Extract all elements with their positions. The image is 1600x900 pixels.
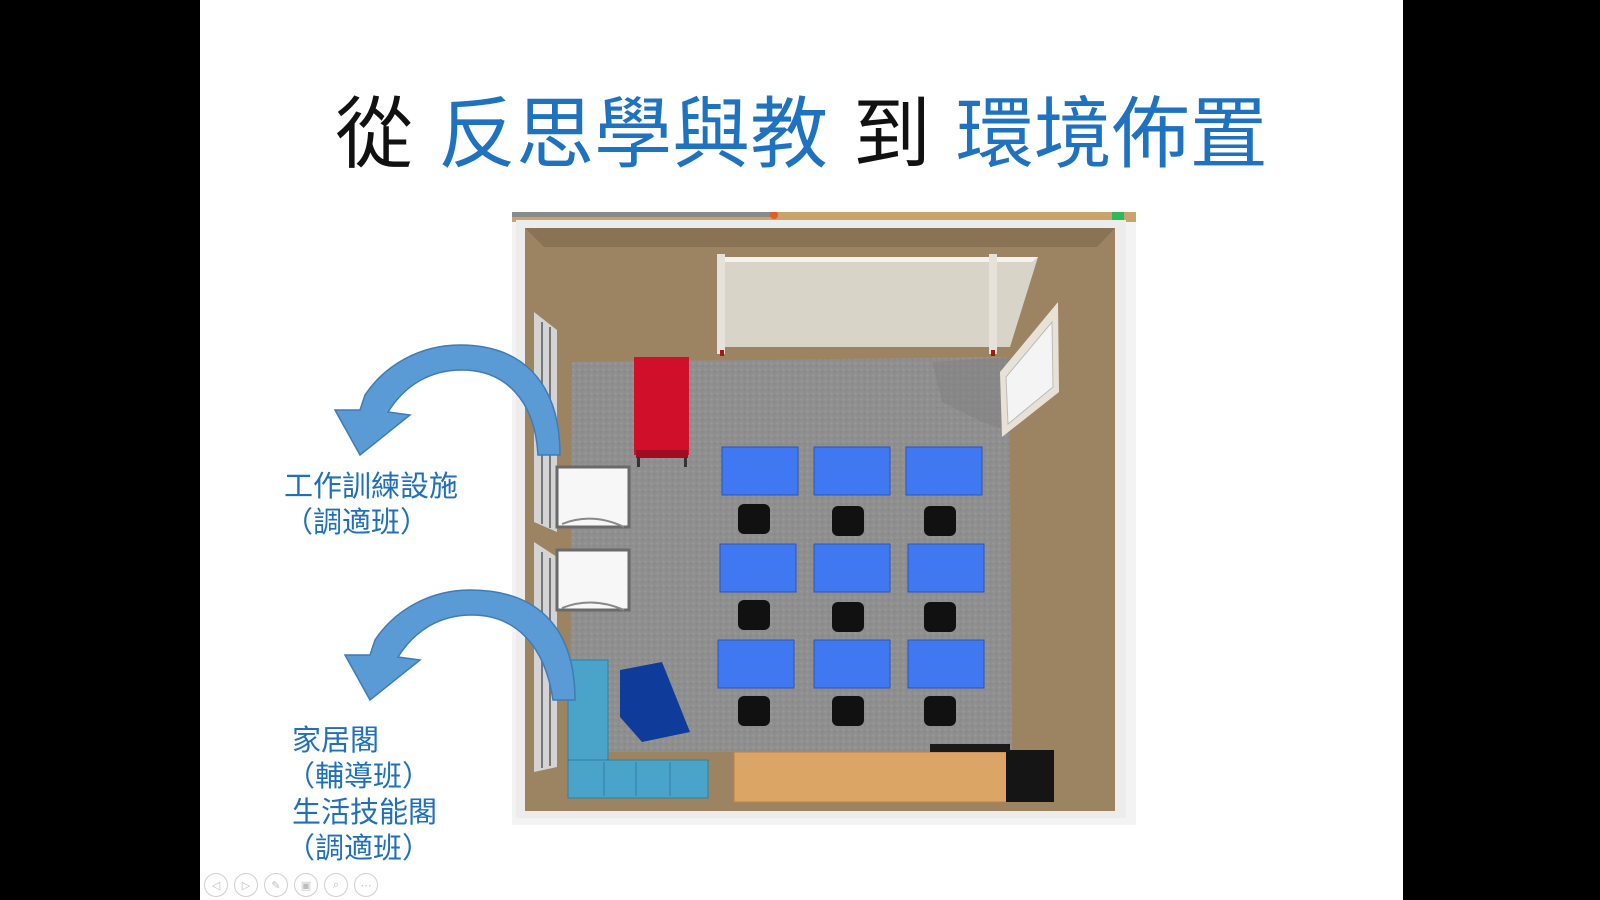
- title-part-1: 從: [335, 90, 414, 180]
- slide-title: 從 反思學與教 到 環境佈置: [200, 80, 1403, 190]
- whiteboard: [717, 254, 1038, 356]
- student-desks: [717, 446, 985, 689]
- slide: 從 反思學與教 到 環境佈置: [200, 0, 1403, 900]
- title-part-3: 到: [852, 90, 931, 180]
- slideshow-controls: ◁ ▷ ✎ ▣ ⌕ ⋯: [204, 873, 378, 900]
- title-part-4: 環境佈置: [955, 90, 1268, 180]
- classroom-floor-plan: [512, 212, 1136, 825]
- work-training-label-line1: 工作訓練設施: [284, 469, 459, 503]
- work-training-table-2: [555, 548, 631, 612]
- work-training-label-line2: （調適班）: [284, 505, 430, 539]
- see-all-slides-icon[interactable]: ▣: [294, 873, 318, 897]
- pen-icon[interactable]: ✎: [264, 873, 288, 897]
- navy-armchair: [620, 662, 690, 742]
- home-corner-label-line4: （調適班）: [286, 831, 432, 865]
- title-part-2: 反思學與教: [438, 90, 829, 180]
- previous-slide-icon[interactable]: ◁: [204, 873, 228, 897]
- home-corner-label-line2: （輔導班）: [286, 759, 432, 793]
- wooden-counter: [733, 744, 1054, 803]
- home-corner-label-line1: 家居閣: [292, 723, 380, 757]
- more-options-icon[interactable]: ⋯: [354, 873, 378, 897]
- red-cabinet: [634, 357, 689, 467]
- right-window: [1000, 302, 1059, 437]
- student-chairs: [738, 504, 956, 726]
- adjacent-room-strip: [512, 212, 1136, 222]
- home-corner-label-line3: 生活技能閣: [292, 795, 438, 829]
- work-training-label: 工作訓練設施 （調適班）: [284, 468, 458, 540]
- work-training-table-1: [555, 465, 631, 529]
- next-slide-icon[interactable]: ▷: [234, 873, 258, 897]
- home-corner-label: 家居閣 （輔導班） 生活技能閣 （調適班）: [286, 722, 437, 866]
- zoom-icon[interactable]: ⌕: [324, 873, 348, 897]
